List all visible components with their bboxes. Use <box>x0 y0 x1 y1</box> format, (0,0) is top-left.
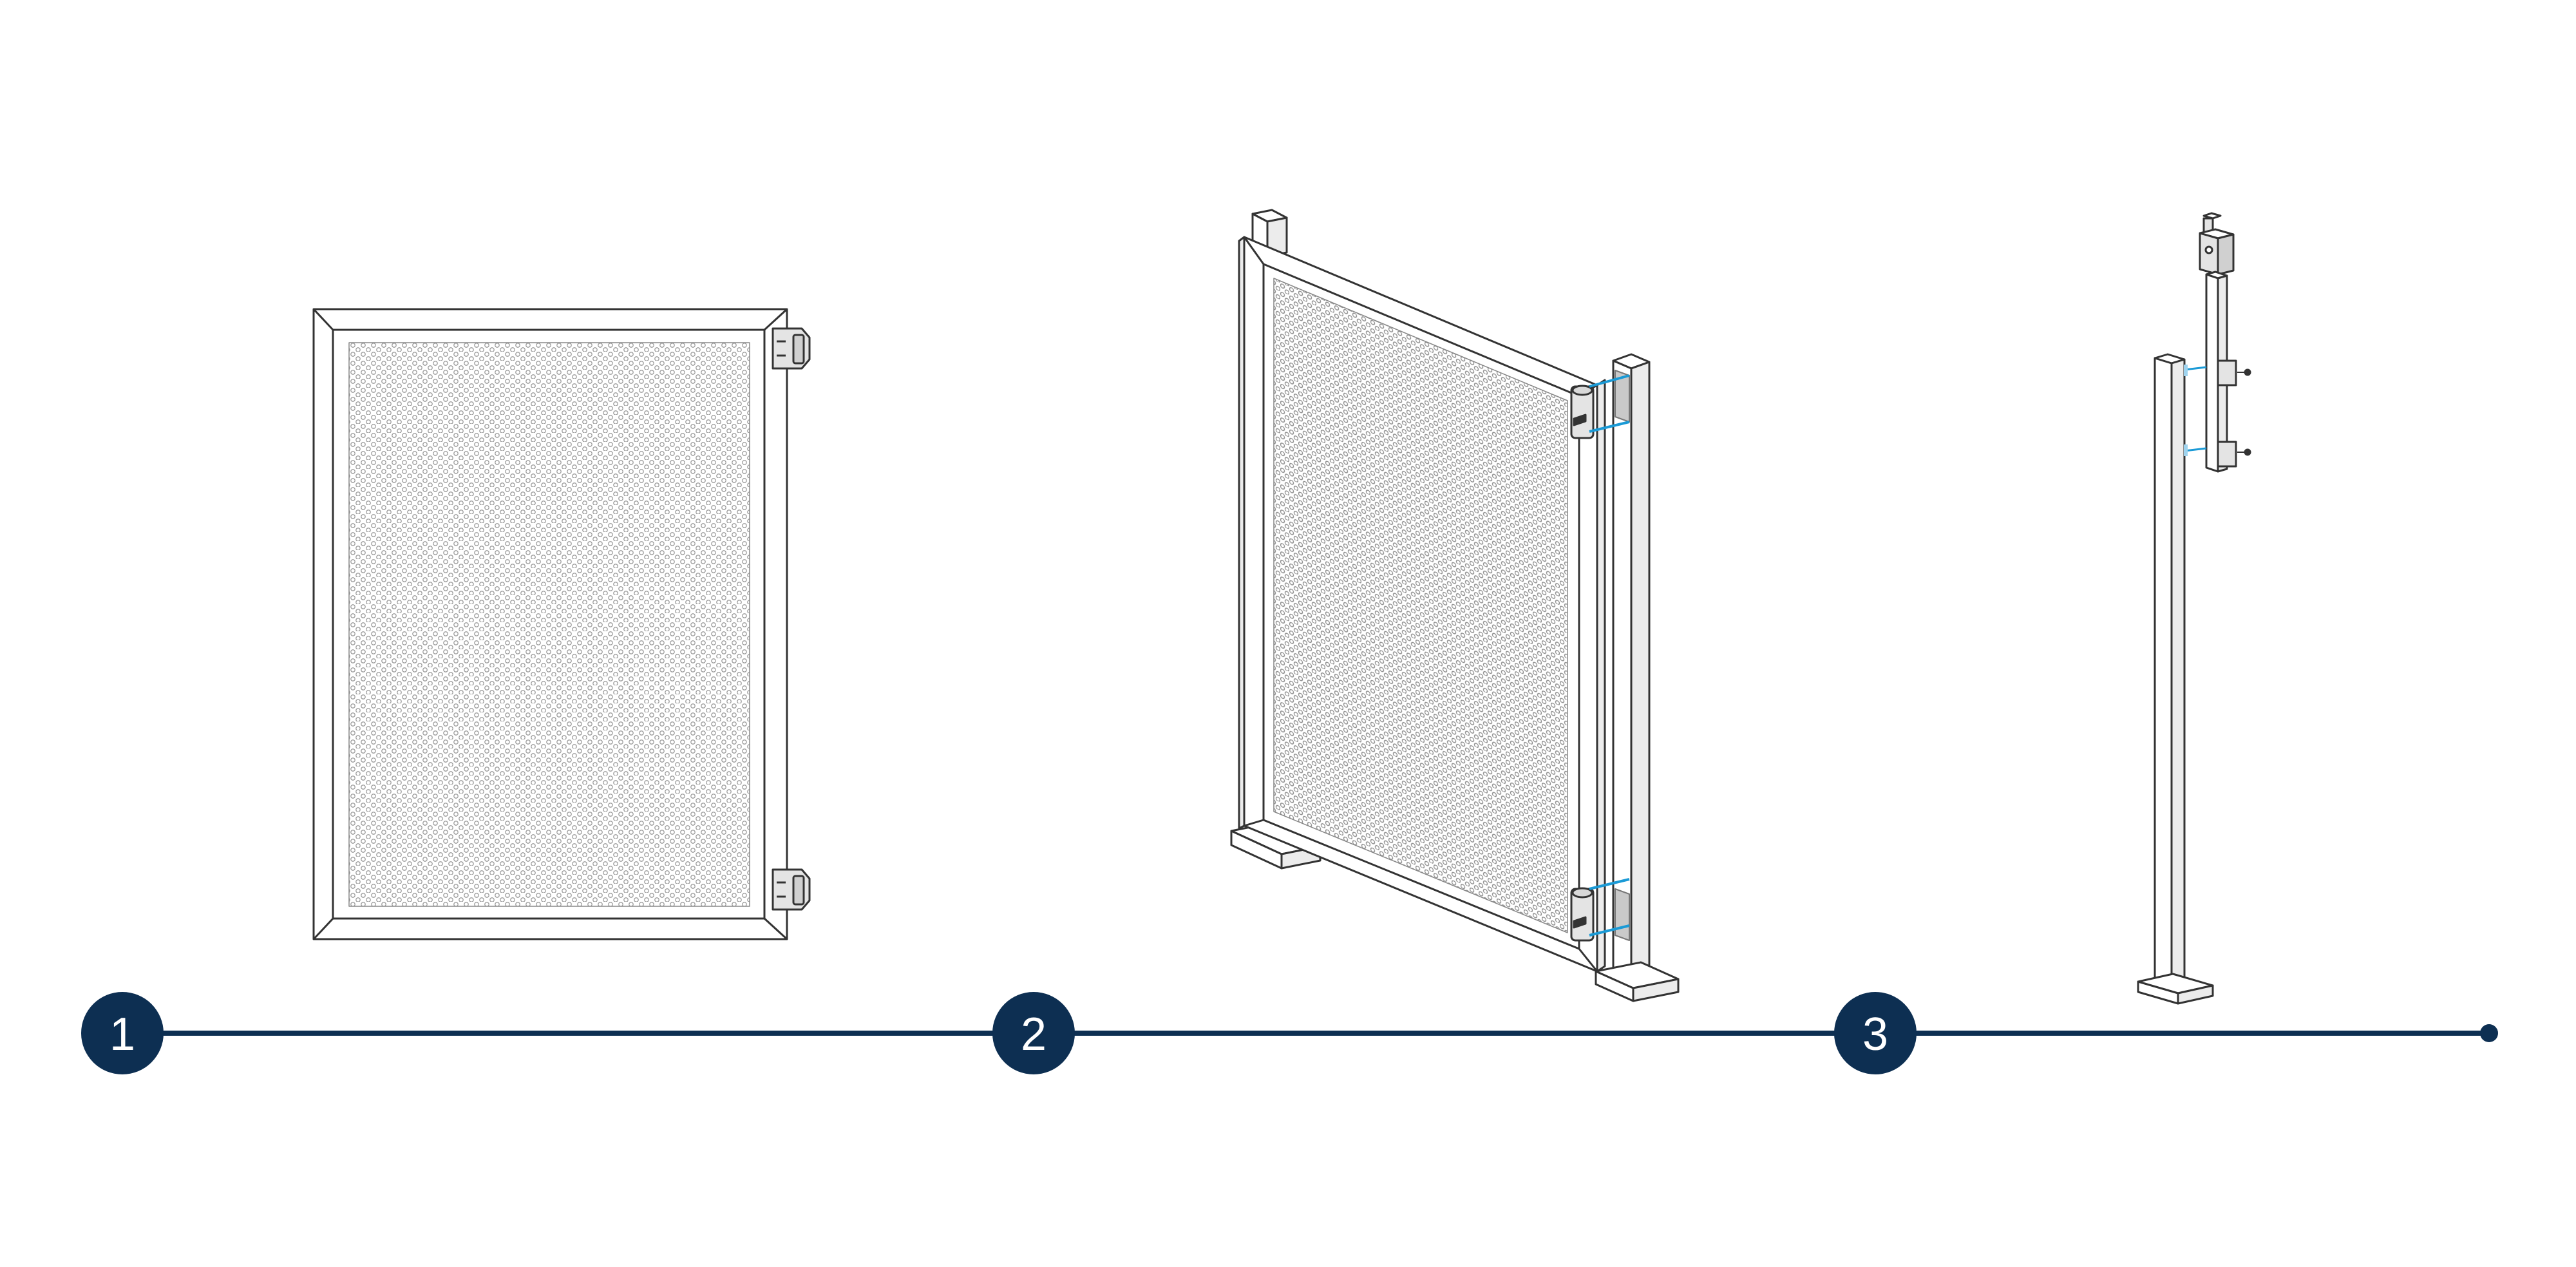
gate-panel <box>1238 236 1606 973</box>
perforated-mesh <box>348 342 750 907</box>
step-marker-1: 1 <box>81 992 164 1074</box>
timeline-end-dot <box>2480 1024 2498 1042</box>
step-number: 3 <box>1862 1009 1888 1060</box>
hinge-top <box>772 327 811 370</box>
hinge-bracket <box>2199 212 2251 473</box>
step-marker-2: 2 <box>992 992 1075 1074</box>
step-3-illustration <box>2137 212 2251 1005</box>
step-1-illustration <box>312 308 811 940</box>
hinge-bottom <box>1570 887 1595 942</box>
hinge-bottom <box>772 868 811 911</box>
post <box>2137 353 2214 1005</box>
step-marker-3: 3 <box>1834 992 1917 1074</box>
step-number: 2 <box>1021 1009 1046 1060</box>
timeline: 1 2 3 <box>81 992 2498 1074</box>
perforated-mesh <box>1273 278 1568 933</box>
alignment-lines <box>2184 366 2207 452</box>
gate-post <box>1595 353 1680 1002</box>
step-number: 1 <box>109 1009 135 1060</box>
hinge-top <box>1570 385 1595 439</box>
alignment-lines <box>1589 374 1630 937</box>
step-2-illustration <box>1230 209 1680 1002</box>
